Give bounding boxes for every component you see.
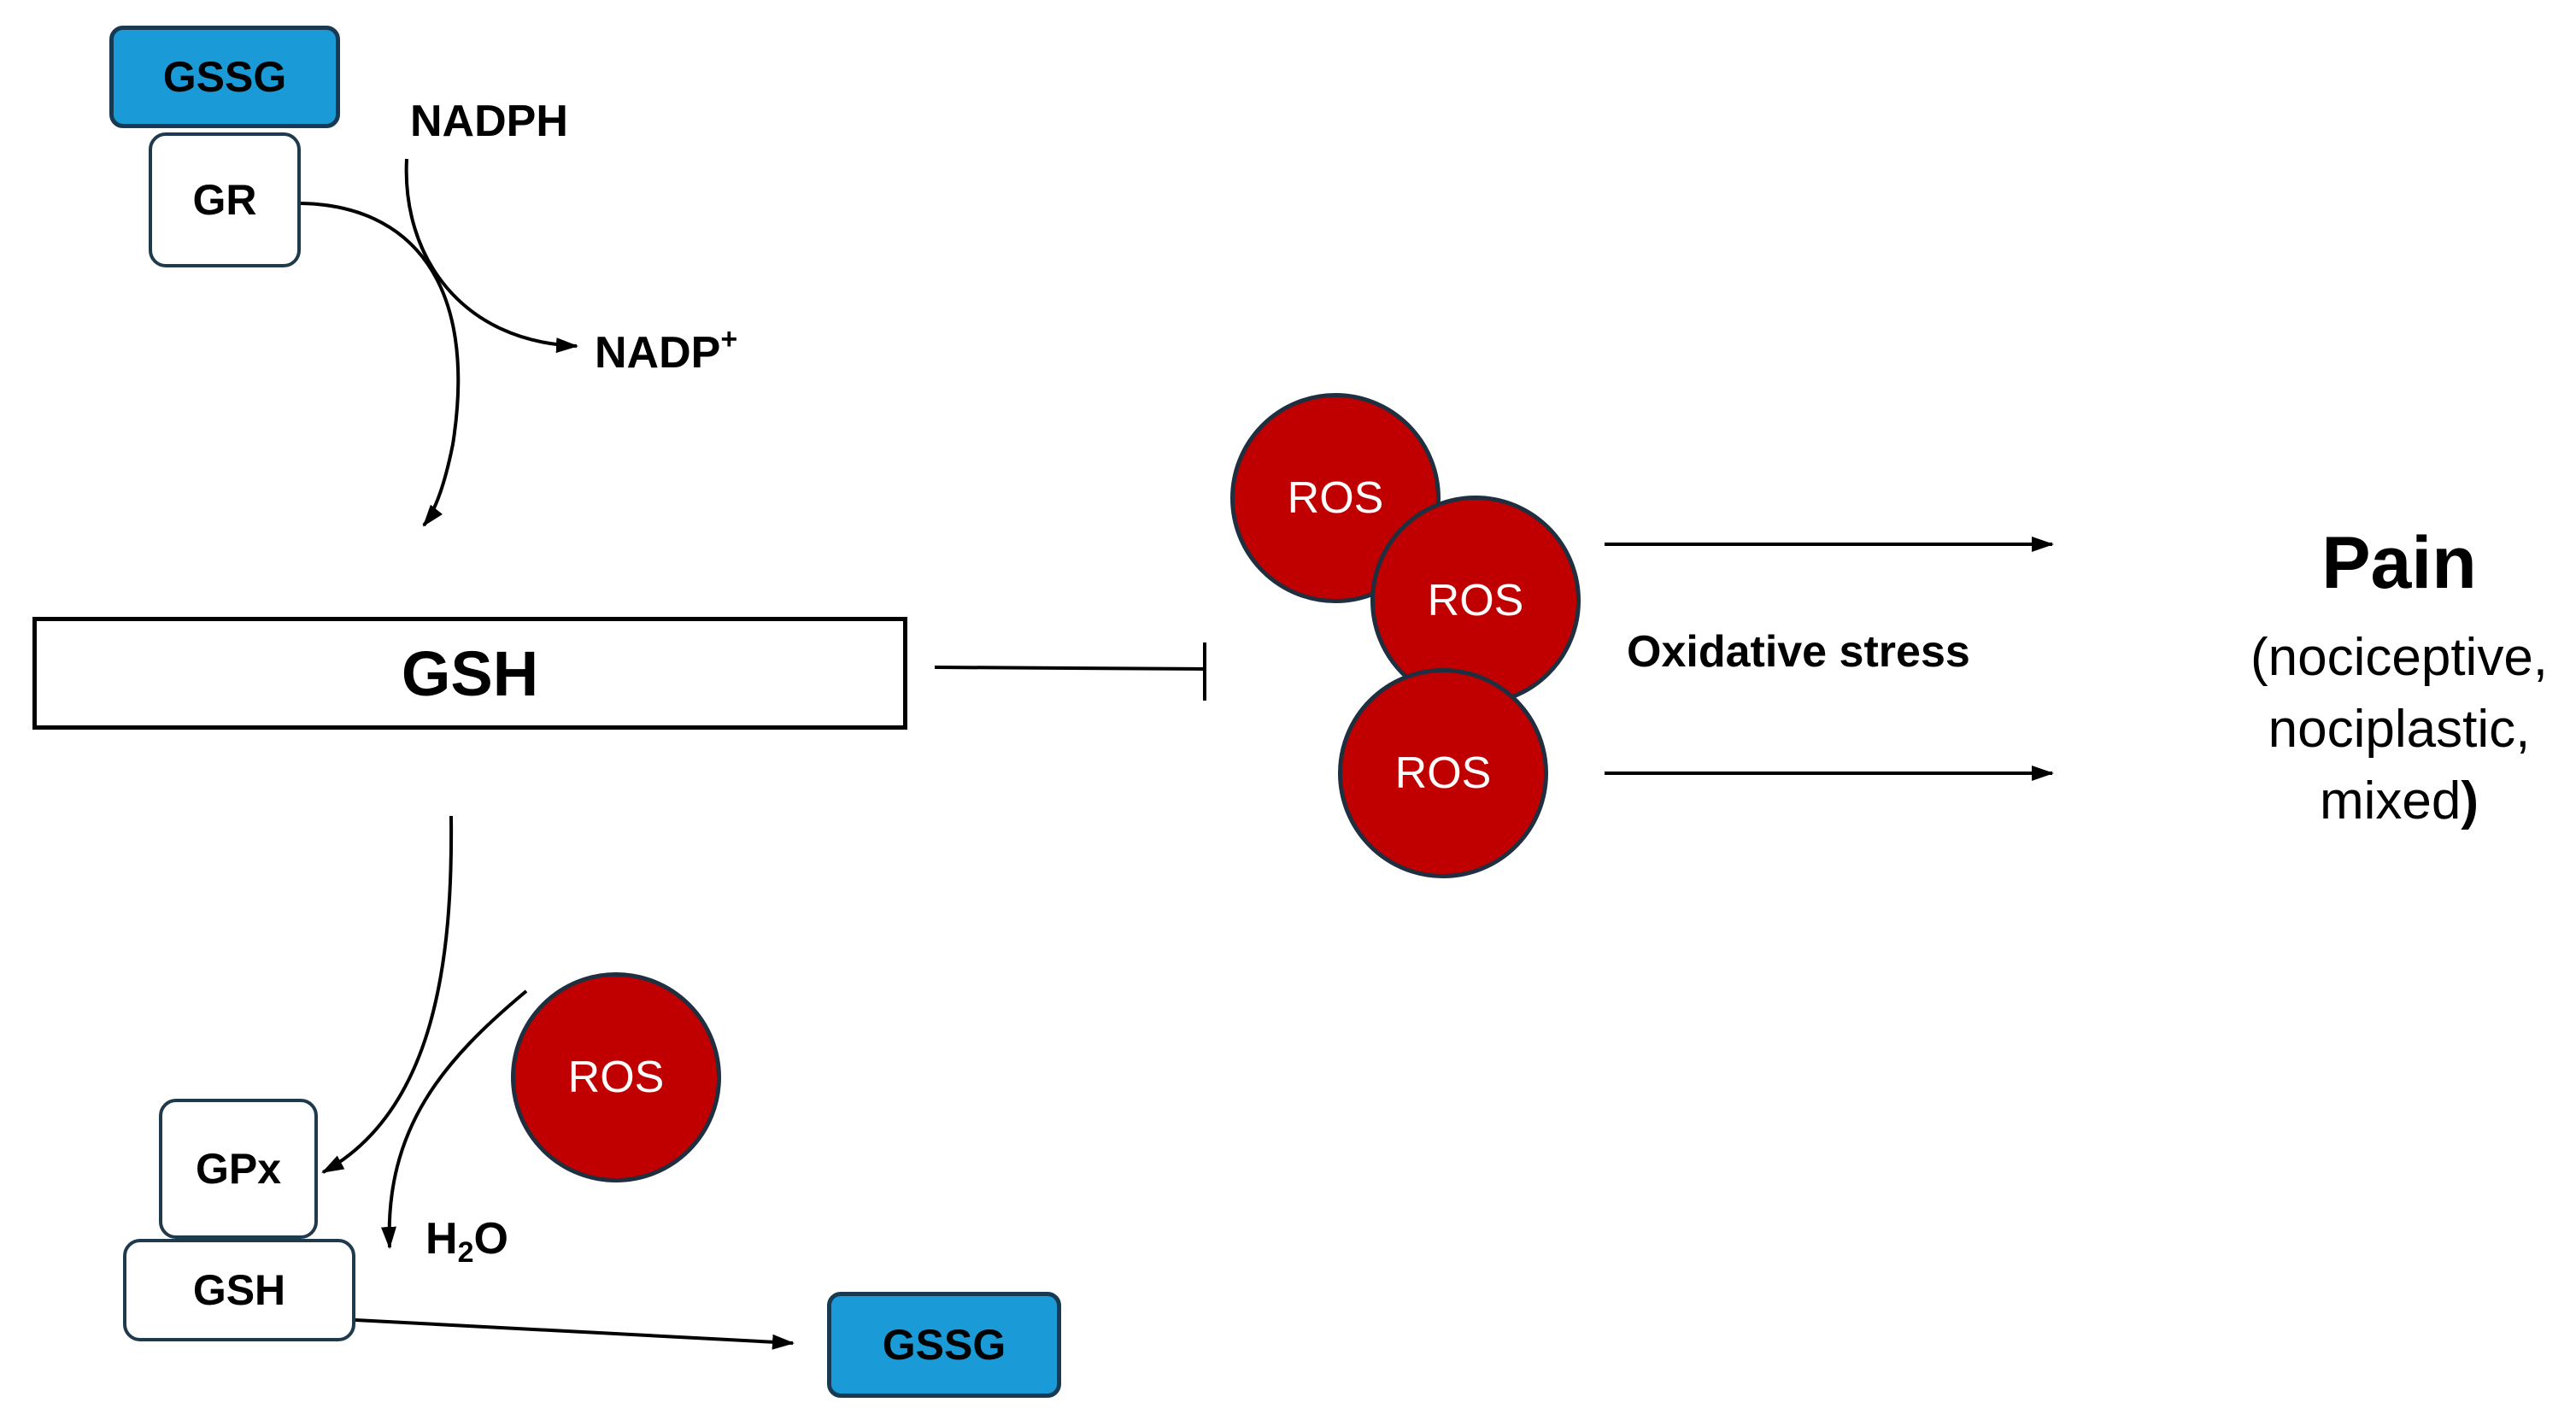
ros-circle-2-label: ROS [1427,576,1524,625]
nadph-to-nadp-arrow [404,158,578,354]
ros-circle-3-label: ROS [1394,748,1492,798]
nadp-base-text: NADP [595,328,721,378]
gsh-bottom-box: GSH [123,1239,355,1341]
pain-subtype-mixed: mixed [2319,772,2462,830]
gsh-to-gssg-arrow [355,1318,795,1350]
water-h: H [425,1214,458,1264]
gpx-enzyme-box: GPx [159,1099,318,1239]
ros-circle-1-label: ROS [1287,473,1384,523]
pain-subtype-line-2: nociplastic, [2268,700,2531,759]
gssg-bottom-box: GSSG [827,1292,1061,1398]
gsh-main-label: GSH [401,637,539,709]
gpx-enzyme-label: GPx [195,1145,282,1193]
gr-to-gsh-arrow [300,202,461,527]
ros-circle-bottom: ROS [511,972,721,1182]
nadp-superscript: + [720,323,738,355]
ros-circle-3: ROS [1338,668,1548,878]
ros-to-water-arrow [380,989,528,1249]
pain-subtype-line-1: (nociceptive, [2250,628,2549,687]
gssg-top-label: GSSG [162,53,287,101]
water-o: O [473,1214,508,1264]
gsh-bottom-label: GSH [192,1266,286,1314]
pain-subtype-line-3: mixed) [2203,766,2576,837]
gsh-to-gpx-arrow [321,815,454,1174]
gssg-top-box: GSSG [109,26,340,128]
gsh-inhibition-line [934,666,1206,671]
oxidative-stress-label: Oxidative stress [1627,627,1970,677]
ros-circle-bottom-label: ROS [567,1053,665,1102]
water-label: H2O [425,1213,508,1270]
water-subscript: 2 [457,1236,474,1269]
nadp-plus-label: NADP+ [595,323,737,378]
gsh-main-box: GSH [32,617,907,730]
gssg-bottom-label: GSSG [882,1321,1006,1369]
pain-subtype-close-paren: ) [2461,772,2479,830]
gr-enzyme-label: GR [192,176,257,224]
gr-enzyme-box: GR [149,132,301,267]
pain-title: Pain [2321,522,2477,604]
nadph-label: NADPH [410,97,568,146]
pain-subtypes: (nociceptive, nociplastic, mixed) [2203,622,2576,837]
